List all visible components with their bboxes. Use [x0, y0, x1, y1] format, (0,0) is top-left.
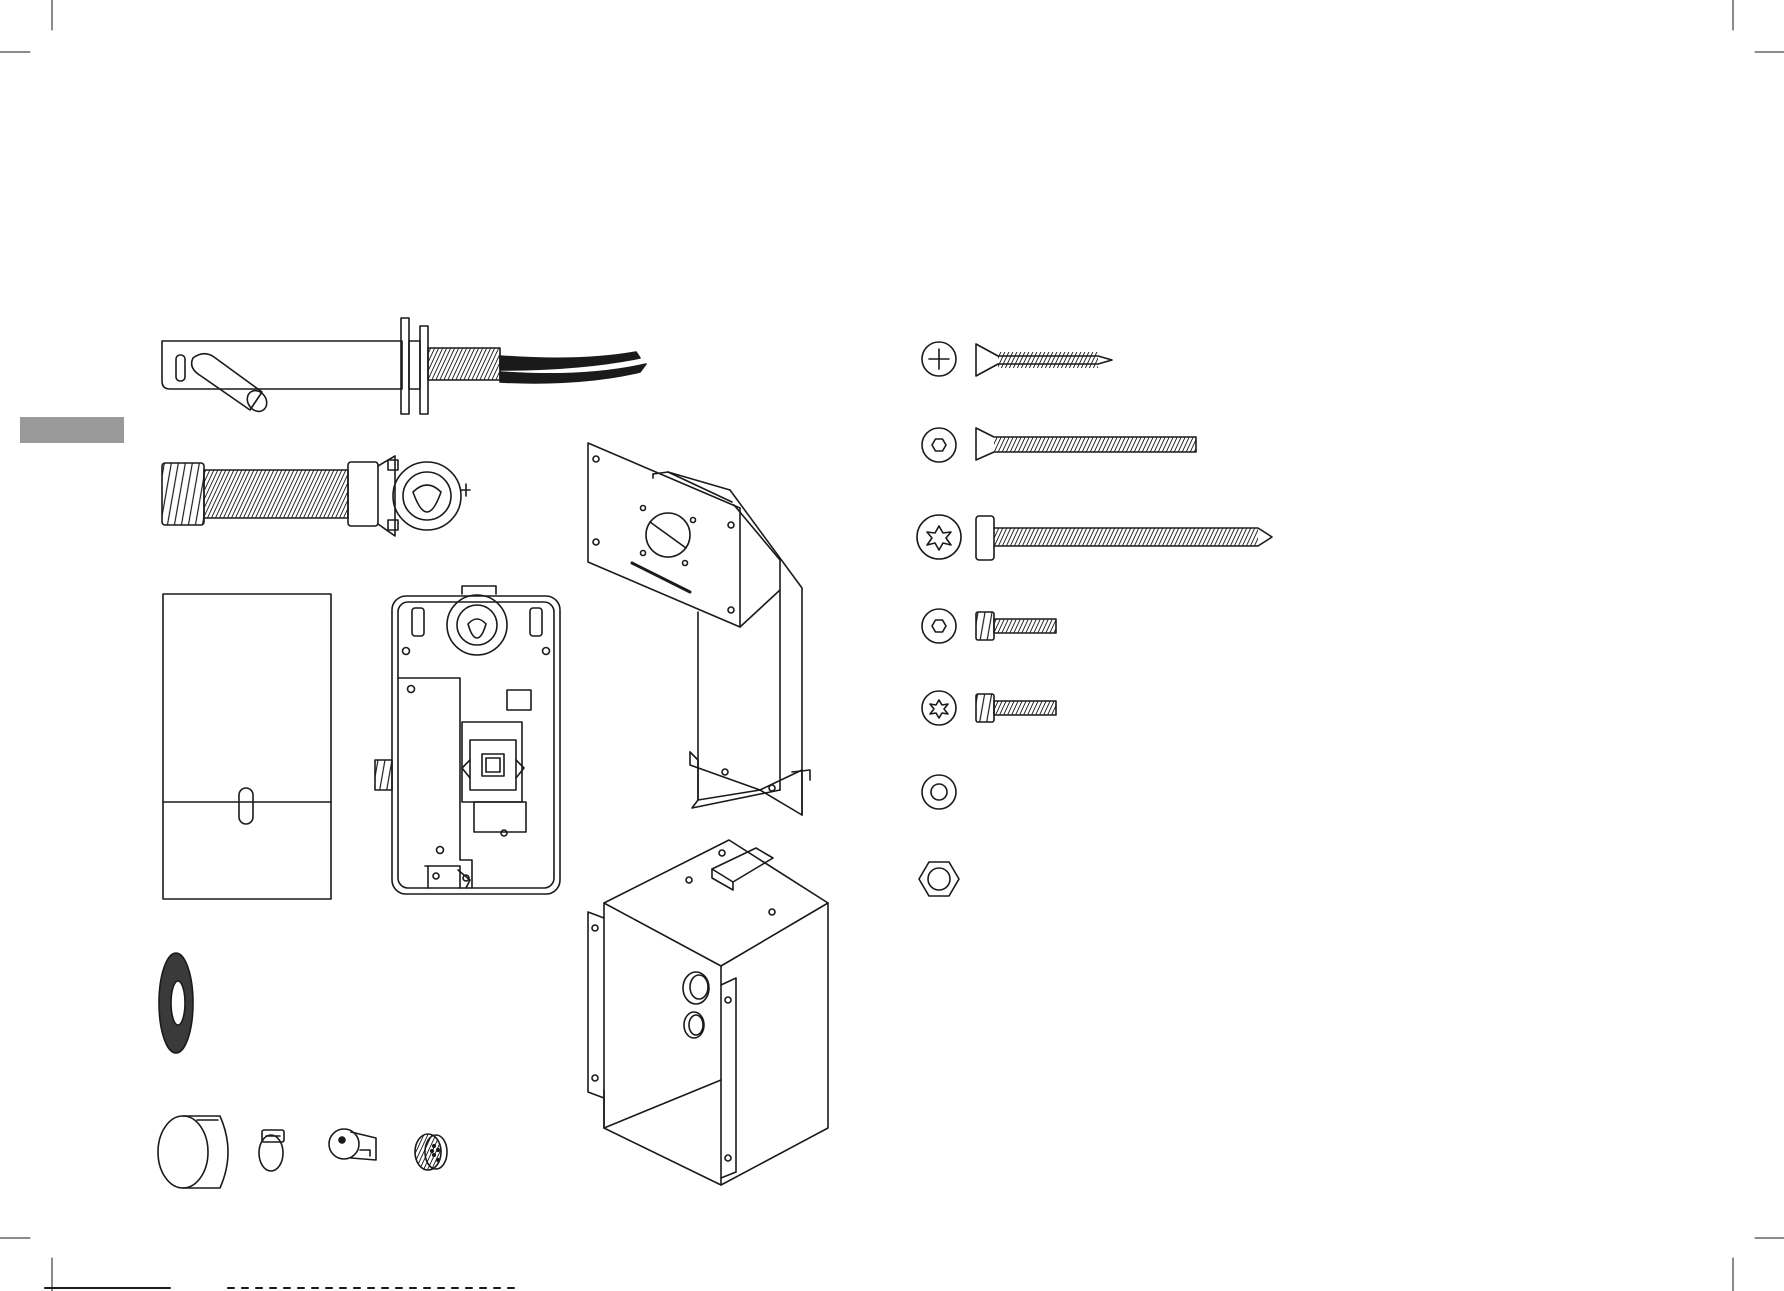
service-key — [329, 1129, 376, 1160]
torx-icon — [917, 515, 961, 559]
hardware-phillips-countersunk-wood-screw — [922, 342, 1112, 376]
hardware-hex-socket-countersunk-machine-screw — [922, 428, 1196, 462]
aerator — [415, 1134, 447, 1170]
sealing-washer — [159, 953, 193, 1053]
faucet-body — [162, 318, 646, 415]
hex-nut-icon — [919, 862, 959, 896]
flexible-hose-with-mixer — [162, 456, 470, 536]
hardware-torx-pan-head-wood-screw — [917, 515, 1272, 560]
hex-socket-icon — [922, 609, 956, 643]
control-unit — [375, 586, 560, 894]
hex-socket-icon — [922, 428, 956, 462]
cover-plate — [163, 594, 331, 899]
hardware-hex-socket-cap-screw — [922, 609, 1056, 643]
sleeve — [158, 1116, 228, 1188]
washer-icon — [922, 775, 956, 809]
hose-clamp — [259, 1130, 284, 1171]
hardware-torx-cap-screw — [922, 691, 1056, 725]
mounting-bracket — [588, 443, 810, 815]
hardware-hex-nut — [919, 862, 959, 896]
torx-icon — [922, 691, 956, 725]
hardware-washer — [922, 775, 956, 809]
installation-box — [588, 840, 828, 1185]
